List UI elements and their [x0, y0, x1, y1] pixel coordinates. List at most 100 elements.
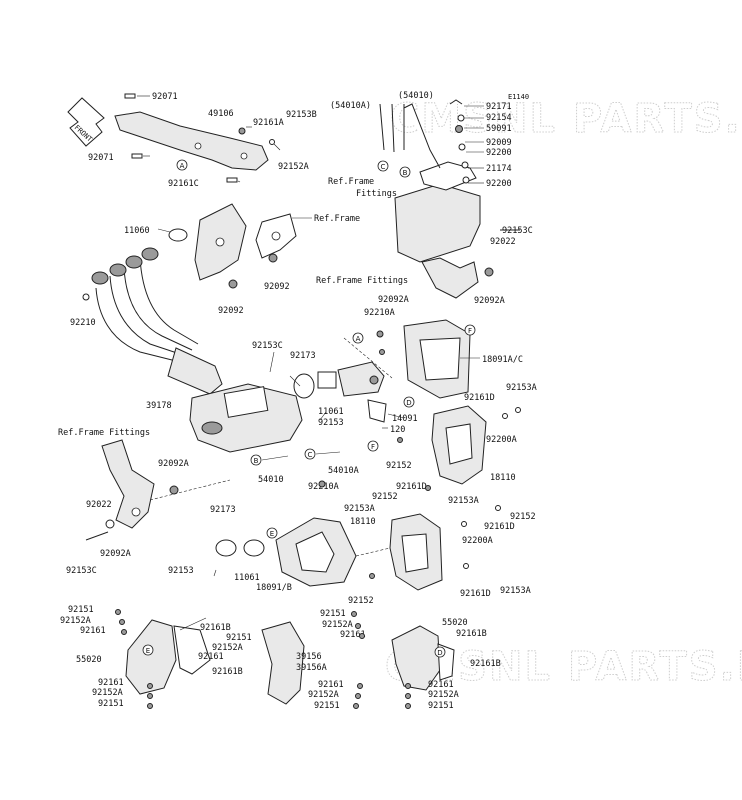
label-92152a-top: 92152A: [278, 162, 309, 172]
label-92152a-c1: 92152A: [322, 620, 353, 630]
callout-c-mid: C: [304, 448, 316, 460]
svg-text:D: D: [437, 649, 442, 657]
label-92152-mid: 92152: [386, 461, 412, 471]
label-92022-left: 92022: [86, 500, 112, 510]
label-92153a-low: 92153A: [448, 496, 479, 506]
label-18091ac: 18091A/C: [482, 355, 523, 365]
exhaust-valve-actuator-part: [293, 361, 387, 423]
label-92210: 92210: [70, 318, 96, 328]
label-92161b-r1: 92161B: [456, 629, 487, 639]
label-92071-bottom: 92071: [88, 153, 114, 163]
callout-f-top: F: [464, 324, 476, 336]
label-92152-r2: 92152: [510, 512, 536, 522]
label-92151-l3: 92151: [98, 699, 124, 709]
silencer-cover-upper-part: [376, 319, 471, 399]
callout-d-mid: D: [403, 396, 415, 408]
label-92161-l3: 92161: [98, 678, 124, 688]
lower-cowl-right-part: [391, 625, 455, 691]
label-92153a-r3: 92153A: [500, 586, 531, 596]
callout-a-mid: A: [352, 332, 364, 344]
label-92200a-r1: 92200A: [486, 435, 517, 445]
label-92092a-right: 92092A: [474, 296, 505, 306]
label-92161-c1: 92161: [340, 630, 366, 640]
label-92173-low: 92173: [210, 505, 236, 515]
label-54010-top: (54010): [398, 91, 434, 101]
callout-f-mid: F: [367, 440, 379, 452]
callout-b-top: B: [399, 166, 411, 178]
label-ref-frame-fittings-mid: Ref.Frame Fittings: [316, 276, 408, 286]
label-ref-frame-fittings-top-2: Fittings: [356, 189, 397, 199]
label-92152a-l2: 92152A: [212, 643, 243, 653]
lower-cowl-left-part: [125, 619, 211, 695]
label-92161b-l1: 92161B: [200, 623, 231, 633]
lower-cowl-center-part: [261, 621, 305, 705]
label-92153-mid: 92153: [318, 418, 344, 428]
hanger-bracket-part: [194, 203, 297, 289]
label-92153b: 92153B: [286, 110, 317, 120]
label-92161d-r1: 92161D: [464, 393, 495, 403]
label-92161b-l2: 92161B: [212, 667, 243, 677]
gasket-11060-part: [168, 228, 188, 242]
diagram-code: E1140: [508, 93, 529, 101]
front-arrow-icon: FRONT: [67, 97, 105, 147]
label-92153c-left: 92153C: [66, 566, 97, 576]
label-54010: 54010: [258, 475, 284, 485]
label-92009: 92009: [486, 138, 512, 148]
callout-b-mid: B: [250, 454, 262, 466]
callout-e-mid: E: [266, 527, 278, 539]
label-92173-mid: 92173: [290, 351, 316, 361]
label-18110-low: 18110: [350, 517, 376, 527]
label-92151-r3: 92151: [428, 701, 454, 711]
callout-e-left: E: [142, 644, 154, 656]
label-92200-b: 92200: [486, 179, 512, 189]
svg-text:D: D: [406, 399, 411, 407]
step-bracket-left-part: [85, 439, 179, 541]
hardware-bolts: [115, 349, 431, 709]
label-92092a-mid: 92092A: [378, 295, 409, 305]
label-55020-right: 55020: [442, 618, 468, 628]
label-92092-mid: 92092: [264, 282, 290, 292]
label-92153c-mid: 92153C: [252, 341, 283, 351]
label-11060: 11060: [124, 226, 150, 236]
label-18110-top: 18110: [490, 473, 516, 483]
svg-text:A: A: [180, 162, 185, 170]
label-92161-l2: 92161: [198, 652, 224, 662]
heat-shield-lower-part: [389, 505, 501, 591]
label-92153-low: 92153: [168, 566, 194, 576]
label-92152a-l1: 92152A: [60, 616, 91, 626]
svg-text:C: C: [308, 451, 313, 459]
label-39156: 39156: [296, 652, 322, 662]
label-92152a-l3: 92152A: [92, 688, 123, 698]
label-14091: 14091: [392, 414, 418, 424]
label-120: 120: [390, 425, 405, 435]
label-11061-mid: 11061: [318, 407, 344, 417]
svg-text:C: C: [381, 163, 386, 171]
label-92161a: 92161A: [253, 118, 284, 128]
svg-text:B: B: [403, 169, 408, 177]
label-92210a-mid: 92210A: [364, 308, 395, 318]
label-92161-l1: 92161: [80, 626, 106, 636]
callout-d-right: D: [434, 646, 446, 658]
label-54010a-top: (54010A): [330, 101, 371, 111]
label-92152a-c2: 92152A: [308, 690, 339, 700]
heat-guard-top-part: [114, 93, 275, 183]
label-92200a-r2: 92200A: [462, 536, 493, 546]
label-92151-c2: 92151: [314, 701, 340, 711]
label-92151-c1: 92151: [320, 609, 346, 619]
label-92200-a: 92200: [486, 148, 512, 158]
label-59091: 59091: [486, 124, 512, 134]
label-92161-c2: 92161: [318, 680, 344, 690]
svg-text:E: E: [270, 530, 274, 538]
step-bracket-right-part: [421, 229, 520, 299]
label-92153a-r1: 92153A: [506, 383, 537, 393]
exhaust-header-part: [82, 247, 223, 395]
label-92152-bot: 92152: [348, 596, 374, 606]
label-92071-top: 92071: [152, 92, 178, 102]
label-92161-r3: 92161: [428, 680, 454, 690]
label-92151-l1: 92151: [68, 605, 94, 615]
watermark-top: CMSNL PARTS.NET: [390, 96, 742, 142]
label-92161c: 92161C: [168, 179, 199, 189]
callout-a-top: A: [176, 159, 188, 171]
label-92022-right: 92022: [490, 237, 516, 247]
